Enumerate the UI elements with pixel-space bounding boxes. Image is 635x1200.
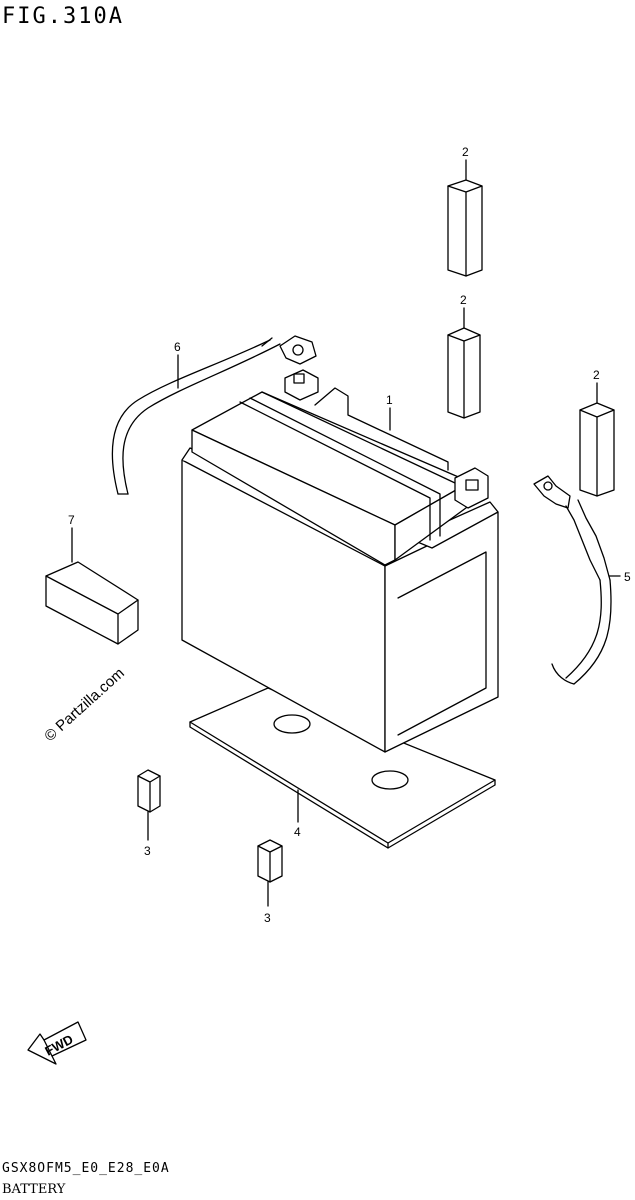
- model-code: GSX8OFM5_E0_E28_E0A: [2, 1161, 170, 1176]
- watermark: © Partzilla.com: [41, 665, 127, 745]
- callout-cushion-b: 3: [264, 911, 271, 925]
- callout-battery: 1: [386, 393, 393, 407]
- callout-cable-minus: 5: [624, 570, 631, 584]
- negative-cable[interactable]: [533, 475, 612, 685]
- positive-cable[interactable]: [111, 335, 317, 495]
- terminal-cover-1[interactable]: [447, 179, 483, 277]
- terminal-cover-2[interactable]: [447, 327, 481, 419]
- leader-lines: [71, 159, 621, 907]
- cushion-1[interactable]: [137, 769, 161, 813]
- spacer-block[interactable]: [45, 561, 139, 645]
- battery[interactable]: [181, 369, 499, 753]
- callout-spacer: 7: [68, 513, 75, 527]
- section-name: BATTERY: [2, 1182, 66, 1197]
- fwd-label: FWD: [42, 1032, 75, 1059]
- callout-cover-a: 2: [462, 145, 469, 159]
- cushion-2[interactable]: [257, 839, 283, 883]
- callout-cover-b: 2: [460, 293, 467, 307]
- callout-cover-c: 2: [593, 368, 600, 382]
- battery-plate[interactable]: [189, 687, 496, 849]
- fwd-arrow: FWD: [27, 1021, 87, 1065]
- figure-title: FIG.310A: [2, 4, 124, 29]
- callout-cushion-a: 3: [144, 844, 151, 858]
- callout-plate: 4: [294, 825, 301, 839]
- terminal-cover-3[interactable]: [579, 402, 615, 497]
- callout-cable-plus: 6: [174, 340, 181, 354]
